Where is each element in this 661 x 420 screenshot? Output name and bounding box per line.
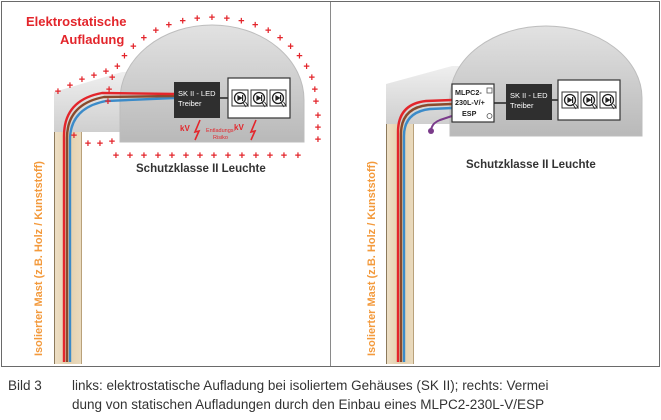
right-ground-lead: [428, 115, 453, 134]
charge-plus-sign: +: [277, 32, 283, 44]
charge-plus-sign: +: [130, 41, 136, 53]
charge-plus-sign: +: [225, 150, 231, 162]
right-led-icon-2: [580, 91, 599, 110]
charge-plus-sign: +: [67, 80, 73, 92]
right-luminaire-label: Schutzklasse II Leuchte: [466, 159, 596, 171]
charge-plus-sign: +: [183, 150, 189, 162]
left-luminaire-label: Schutzklasse II Leuchte: [136, 163, 266, 175]
charge-plus-sign: +: [238, 15, 244, 27]
caption-line-2: dung von statischen Aufladungen durch de…: [72, 397, 545, 412]
charge-plus-sign: +: [315, 134, 321, 146]
charge-plus-sign: +: [155, 150, 161, 162]
charge-plus-sign: +: [85, 138, 91, 150]
charge-plus-sign: +: [309, 72, 315, 84]
right-driver-label-1: SK II - LED: [510, 91, 548, 100]
charge-plus-sign: +: [313, 96, 319, 108]
right-cables: [396, 98, 453, 362]
charge-plus-sign: +: [55, 86, 61, 98]
diagram-figure: SK II - LED Treiber kV kV Entladungs- Ri…: [1, 1, 660, 367]
left-driver-box: [174, 82, 220, 118]
charge-plus-sign: +: [315, 110, 321, 122]
left-risk-label-1: Entladungs-: [206, 128, 236, 134]
charge-plus-sign: +: [295, 150, 301, 162]
charge-plus-sign: +: [91, 70, 97, 82]
left-pole-label: Isolierter Mast (z.B. Holz / Kunststoff): [33, 161, 45, 356]
right-led-icon-3: [599, 91, 618, 110]
left-led-icon-2: [250, 89, 269, 108]
charge-plus-sign: +: [141, 150, 147, 162]
left-kv-label-2: kV: [234, 123, 244, 132]
left-discharge-bolts: [193, 119, 257, 141]
charge-plus-sign: +: [109, 136, 115, 148]
caption-label: Bild 3: [8, 378, 42, 393]
charge-plus-sign: +: [106, 84, 112, 96]
right-driver-label-2: Treiber: [510, 101, 534, 110]
charge-plus-sign: +: [71, 130, 77, 142]
left-led-icon-1: [231, 89, 250, 108]
charge-plus-sign: +: [211, 150, 217, 162]
charge-plus-sign: +: [166, 20, 172, 32]
left-driver-label-2: Treiber: [178, 99, 202, 108]
right-module-terminal-1: [486, 87, 493, 94]
charge-plus-sign: +: [303, 61, 309, 73]
charge-plus-sign: +: [224, 13, 230, 25]
left-kv-label-1: kV: [180, 124, 190, 133]
charge-plus-sign: +: [253, 150, 259, 162]
charge-plus-sign: +: [194, 13, 200, 25]
charge-plus-sign: +: [97, 138, 103, 150]
charge-plus-sign: +: [287, 41, 293, 53]
charge-plus-sign: +: [315, 122, 321, 134]
charge-plus-sign: +: [179, 15, 185, 27]
right-module-label-2: 230L-V/+: [455, 98, 485, 107]
charge-plus-sign: +: [141, 32, 147, 44]
charge-plus-sign: +: [267, 150, 273, 162]
charge-plus-sign: +: [79, 74, 85, 86]
left-cables: [62, 91, 175, 362]
caption-line-1: links: elektrostatische Aufladung bei is…: [72, 378, 549, 393]
figure-frame: [1, 1, 660, 367]
charge-plus-sign: +: [127, 150, 133, 162]
right-module-label-1: MLPC2-: [455, 88, 482, 97]
charge-plus-sign: +: [109, 72, 115, 84]
charge-plus-sign: +: [296, 51, 302, 63]
right-led-icon-1: [561, 91, 580, 110]
charge-plus-sign: +: [121, 51, 127, 63]
charge-plus-sign: +: [114, 61, 120, 73]
charge-plus-sign: +: [312, 84, 318, 96]
charge-plus-sign: +: [239, 150, 245, 162]
left-charge-title-1: Elektrostatische: [26, 14, 126, 29]
charge-plus-sign: +: [209, 12, 215, 24]
charge-plus-sign: +: [153, 25, 159, 37]
left-panel: SK II - LED Treiber kV kV Entladungs- Ri…: [26, 12, 321, 364]
right-panel: MLPC2- 230L-V/+ ESP SK II - LED Treiber …: [366, 25, 643, 364]
charge-plus-sign: +: [252, 20, 258, 32]
charge-plus-sign: +: [197, 150, 203, 162]
charge-plus-sign: +: [169, 150, 175, 162]
left-charge-title-2: Aufladung: [60, 32, 124, 47]
right-driver-box: [506, 84, 552, 120]
left-driver-label-1: SK II - LED: [178, 89, 216, 98]
right-module-terminal-2: [486, 113, 493, 119]
charge-plus-sign: +: [265, 25, 271, 37]
charge-plus-sign: +: [103, 66, 109, 78]
left-led-icon-3: [269, 89, 288, 108]
right-module-label-3: ESP: [462, 109, 477, 118]
right-pole-label: Isolierter Mast (z.B. Holz / Kunststoff): [366, 161, 378, 356]
left-charge-signs: + + + + + + + + + + + + + + + + + + + + + + + + + + + + + + + + + + + + + + + +…: [55, 12, 321, 162]
charge-plus-sign: +: [113, 150, 119, 162]
charge-plus-sign: +: [281, 150, 287, 162]
charge-plus-sign: +: [105, 96, 111, 108]
left-risk-label-2: Risiko: [213, 135, 228, 141]
